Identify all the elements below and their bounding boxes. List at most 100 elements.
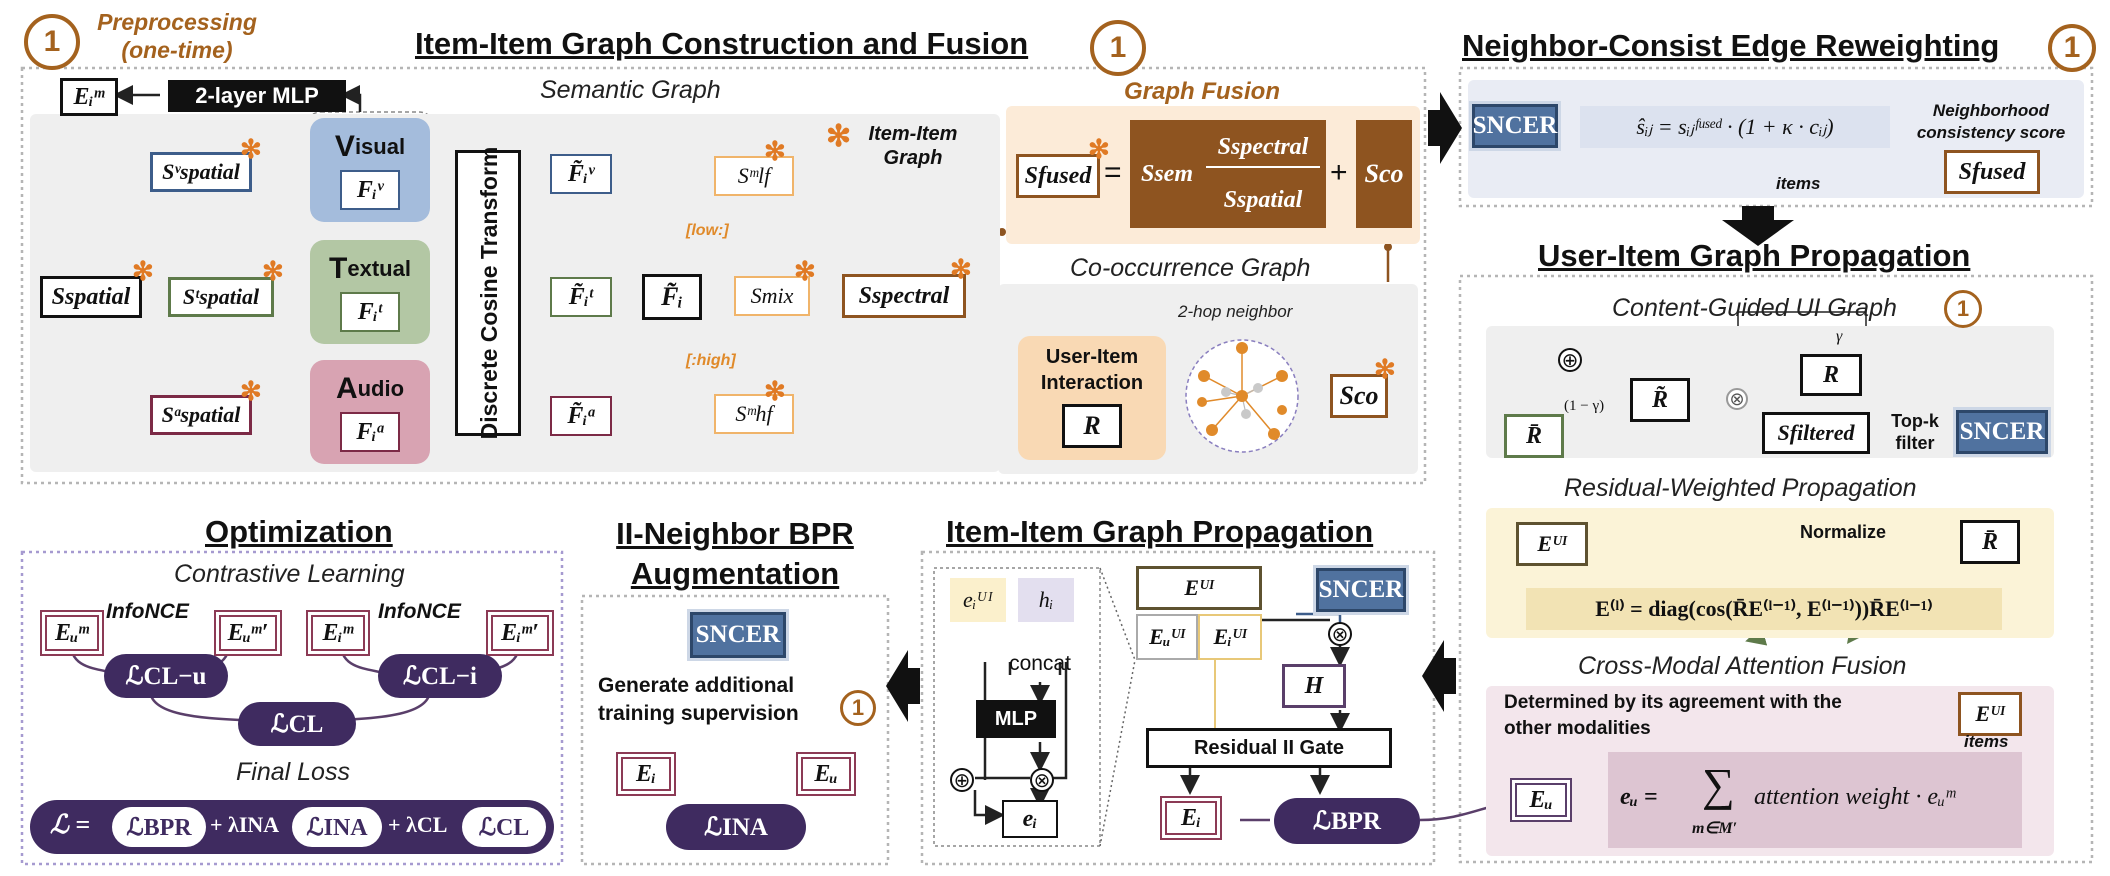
fusion-plus: + (1330, 156, 1348, 189)
hidden-vector: hᵢ (1018, 578, 1074, 622)
ii-prop-title: Item-Item Graph Propagation (946, 514, 1374, 549)
final-bpr-term: ℒBPR (112, 807, 206, 847)
normalize-label: Normalize (1800, 522, 1887, 542)
cmaf-items-label: items (1964, 732, 2009, 751)
bpr-description: Generate additional training supervision (598, 674, 799, 725)
concat-label: concat (1009, 652, 1071, 675)
cl-user-loss-pill: ℒCL−u (104, 654, 228, 698)
final-loss-lhs: ℒ = (50, 810, 91, 839)
ina-loss-pill: ℒINA (666, 804, 806, 850)
high-frequency-box: Sᵐhf (714, 394, 794, 434)
cmaf-formula-rhs: attention weight · eᵤᵐ (1754, 784, 1956, 810)
dct-box (455, 150, 521, 436)
cooc-graph-label: Co-occurrence Graph (1070, 254, 1311, 282)
visual-dct-feature: F̃ᵢᵛ (550, 154, 612, 194)
textual-dct-feature: F̃ᵢᵗ (550, 277, 612, 317)
item-graph-star-icon: ✻ (132, 256, 154, 286)
ui-prop-title: User-Item Graph Propagation (1538, 238, 1971, 273)
item-ui-embedding-split: Eᵢᵁᴵ (1198, 614, 1262, 660)
cgui-title: Content-Guided UI Graph (1612, 294, 1897, 322)
user-ui-embedding: Eᵤᵁᴵ (1136, 614, 1198, 660)
rwp-title: Residual-Weighted Propagation (1564, 474, 1917, 502)
cooc-term: Sco (1356, 120, 1412, 228)
flow-arrow-to-bpr (886, 650, 920, 722)
ncer-fused-box: Sfused (1944, 150, 2040, 194)
item-graph-star-icon: ✻ (240, 376, 262, 406)
item-graph-star-icon: ✻ (764, 376, 786, 406)
rwp-formula: E⁽ˡ⁾ = diag(cos(R̄E⁽ˡ⁻¹⁾, E⁽ˡ⁻¹⁾))R̄E⁽ˡ⁻… (1526, 588, 2002, 630)
rwp-eui-box: Eᵁᴵ (1516, 522, 1588, 566)
bpr-title: II-Neighbor BPR Augmentation (616, 516, 854, 591)
fused-graph-box: Sfused (1016, 154, 1100, 198)
cmaf-sum-symbol: ∑ (1702, 759, 1735, 810)
hidden-matrix-box: H (1282, 664, 1346, 708)
cycle-one-icon: 1 (840, 690, 876, 726)
item-graph-star-icon: ✻ (1374, 354, 1396, 384)
graph-fusion-title: Graph Fusion (1124, 78, 1280, 105)
mixed-frequency-box: Smix (734, 276, 810, 316)
item-graph-star-icon: ✻ (1088, 134, 1110, 164)
ii-mlp-box: MLP (976, 700, 1056, 738)
dct-label: Discrete Cosine Transform (475, 146, 502, 440)
cycle-one-icon: 1 (2048, 24, 2096, 72)
ncer-items-label: items (1776, 174, 1821, 193)
visual-spatial-box: Sᵛspatial (150, 152, 252, 192)
two-hop-graph-icon (1185, 339, 1299, 453)
item-embedding-output: Eᵢ (1160, 796, 1222, 840)
product-operator-icon: ⊗ (1030, 768, 1054, 792)
item-modal-embedding: Eᵢᵐ (306, 610, 370, 656)
final-loss-title: Final Loss (236, 758, 350, 786)
flow-arrow-to-ui (1722, 206, 1794, 246)
fused-frequency-feature: F̃ᵢ (642, 274, 702, 320)
cmaf-eui-box: Eᵁᴵ (1958, 692, 2022, 736)
lambda-ina-label: + λINA (210, 812, 280, 837)
r-tilde-box: R̃ (1630, 378, 1690, 422)
sum-operator-icon: ⊕ (950, 768, 974, 792)
cmaf-title: Cross-Modal Attention Fusion (1578, 652, 1907, 680)
filtered-graph-box: Sfiltered (1762, 412, 1870, 454)
r-bar-box: R̄ (1504, 414, 1564, 458)
ui-interaction-label: User-Item Interaction (1040, 346, 1144, 394)
cycle-one-icon: 1 (24, 14, 80, 70)
infonce-user-label: InfoNCE (106, 600, 189, 623)
cmaf-formula-bg (1608, 752, 2022, 848)
bpr-loss-pill: ℒBPR (1274, 798, 1420, 844)
cooc-graph-box: Sco (1330, 374, 1388, 418)
infonce-item-label: InfoNCE (378, 600, 461, 623)
textual-spatial-box: Sᵗspatial (168, 277, 274, 317)
visual-feature-box: Fᵢᵛ (340, 170, 400, 210)
optimization-title: Optimization (205, 514, 393, 549)
product-operator-icon: ⊗ (1726, 388, 1748, 410)
cl-item-loss-pill: ℒCL−i (378, 654, 502, 698)
audio-dct-feature: F̃ᵢᵃ (550, 396, 612, 436)
cmaf-description: Determined by its agreement with the oth… (1504, 692, 1842, 739)
item-embedding-box: Eᵢᵐ (60, 78, 118, 116)
final-ina-term: ℒINA (292, 807, 382, 847)
item-graph-star-icon: ✻ (240, 134, 262, 164)
user-modal-embedding: Eᵤᵐ (40, 610, 104, 656)
low-frequency-box: Sᵐlf (714, 156, 794, 196)
cycle-one-icon: 1 (1090, 20, 1146, 76)
semantic-term: Ssem (1140, 160, 1193, 187)
audio-spatial-box: Sᵃspatial (150, 395, 252, 435)
low-label: [low:] (686, 222, 729, 239)
spectral-graph-box: Sspectral (842, 274, 966, 318)
rwp-rbar-box: R̄ (1960, 520, 2020, 564)
fraction-denominator: Sspatial (1223, 186, 1303, 213)
two-hop-label: 2-hop neighbor (1178, 302, 1293, 321)
bpr-user-embedding: Eᵤ (796, 752, 856, 796)
lambda-cl-label: + λCL (388, 812, 448, 837)
topk-label: Top-k filter (1891, 411, 1939, 453)
cl-loss-pill: ℒCL (238, 702, 356, 746)
gamma-label: γ (1836, 328, 1843, 345)
fraction-numerator: Sspectral (1206, 128, 1320, 168)
construction-title: Item-Item Graph Construction and Fusion (415, 26, 1029, 61)
semantic-graph-label: Semantic Graph (540, 76, 721, 104)
mlp-box: 2-layer MLP (168, 80, 346, 112)
ii-eui-box: Eᵁᴵ (1136, 566, 1262, 610)
item-graph-star-icon: ✻ (794, 256, 816, 286)
one-minus-gamma-label: (1 − γ) (1564, 398, 1605, 414)
